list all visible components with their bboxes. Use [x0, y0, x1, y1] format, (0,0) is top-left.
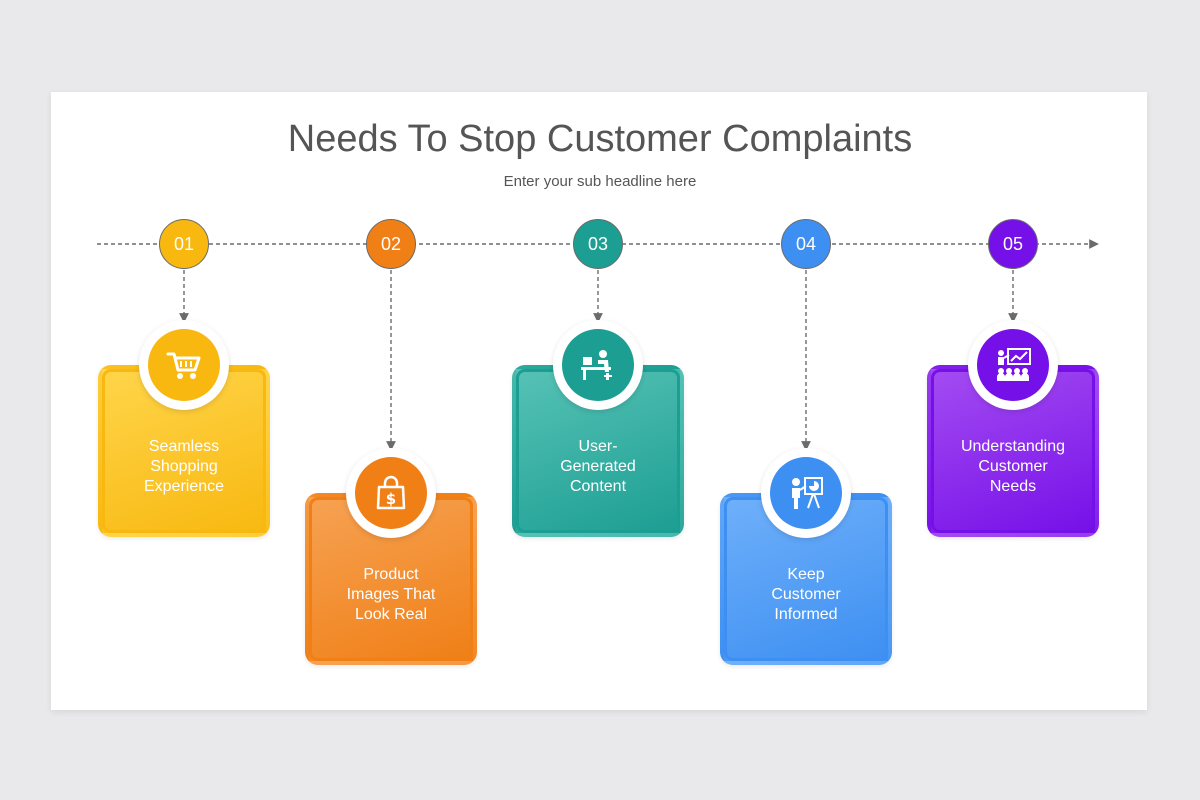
step-icon-badge	[977, 329, 1049, 401]
page-title: Needs To Stop Customer Complaints	[287, 118, 913, 160]
step-card-label: Keep Customer Informed	[771, 566, 841, 623]
step-card-label: Product Images That Look Real	[346, 566, 436, 623]
step-number-badge: 05	[988, 219, 1038, 269]
step-number-badge: 02	[366, 219, 416, 269]
step-icon-ring	[968, 320, 1058, 410]
step-icon-ring	[139, 320, 229, 410]
step-card-label: Seamless Shopping Experience	[143, 438, 225, 495]
step-card-label: Understanding Customer Needs	[960, 438, 1066, 495]
audience-presentation-icon	[997, 348, 1031, 381]
page-subtitle: Enter your sub headline here	[503, 173, 697, 190]
shopping-cart-icon	[166, 352, 201, 379]
step-icon-badge	[770, 457, 842, 529]
step-icon-badge	[562, 329, 634, 401]
step-number-badge: 03	[573, 219, 623, 269]
step-number-badge: 04	[781, 219, 831, 269]
step-icon-ring	[761, 448, 851, 538]
svg-text:$: $	[386, 490, 396, 508]
person-at-desk-icon	[581, 350, 612, 380]
step-icon-ring: $	[346, 448, 436, 538]
step-number-badge: 01	[159, 219, 209, 269]
step-icon-badge: $	[355, 457, 427, 529]
shopping-bag-dollar-icon: $	[376, 475, 406, 510]
step-card-label: User- Generated Content	[560, 438, 636, 495]
step-icon-badge	[148, 329, 220, 401]
presenter-with-board-icon	[792, 477, 823, 509]
step-icon-ring	[553, 320, 643, 410]
